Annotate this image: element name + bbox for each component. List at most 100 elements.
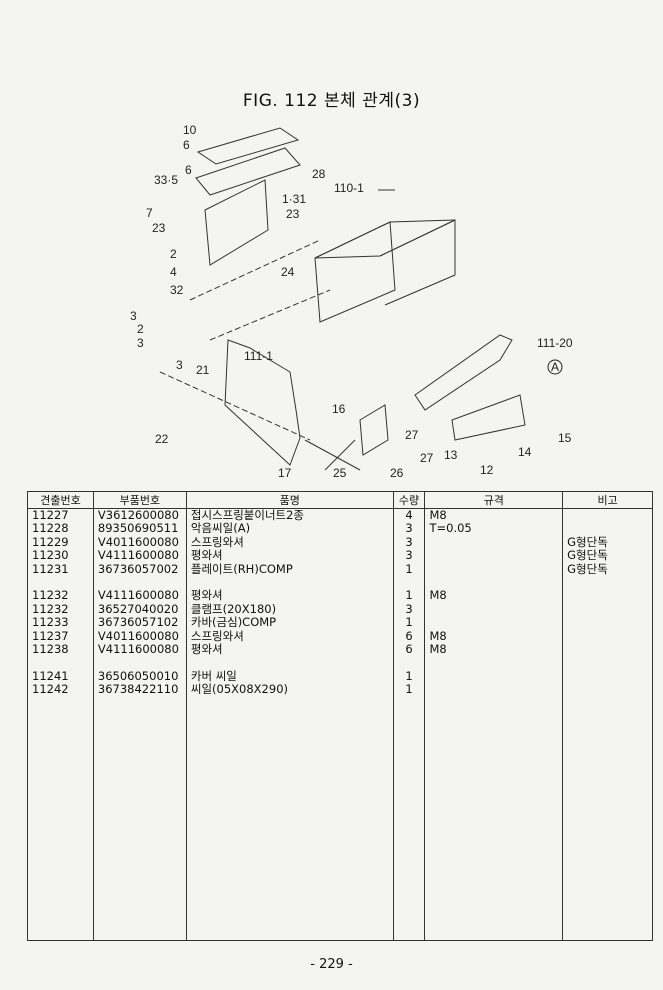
cell-index: 11231 bbox=[27, 562, 94, 576]
cell-spec bbox=[424, 669, 564, 684]
header-remarks: 비고 bbox=[562, 491, 653, 509]
cell-remarks bbox=[562, 629, 653, 643]
callout: 27 bbox=[420, 451, 434, 465]
cell-index: 11241 bbox=[27, 669, 94, 684]
cell-part-number bbox=[92, 656, 187, 670]
empty-cell bbox=[185, 696, 394, 942]
header-part-name: 품명 bbox=[185, 491, 394, 509]
cell-spec bbox=[424, 602, 564, 617]
callout-labels: 10 6 6 33·5 28 110-1 1·31 7 23 23 2 4 32… bbox=[130, 123, 573, 480]
callout: 111-1 bbox=[244, 349, 273, 363]
cell-spec bbox=[424, 656, 564, 670]
cell-part-name: 접시스프링붙이너트2종 bbox=[185, 508, 394, 523]
cell-index: 11230 bbox=[27, 548, 94, 563]
cell-spec: M8 bbox=[424, 508, 564, 523]
empty-cell bbox=[424, 696, 564, 942]
cell-spec: M8 bbox=[424, 589, 564, 603]
cell-remarks bbox=[562, 589, 653, 603]
callout: 3 bbox=[176, 358, 183, 372]
callout: 28 bbox=[312, 167, 326, 181]
callout: 16 bbox=[332, 402, 346, 416]
cell-remarks bbox=[562, 683, 653, 697]
cell-quantity: 4 bbox=[392, 508, 426, 523]
cell-spec bbox=[424, 549, 564, 563]
table-row bbox=[27, 575, 653, 590]
cell-remarks bbox=[562, 642, 653, 657]
cell-index: 11232 bbox=[27, 589, 94, 603]
cell-part-number bbox=[92, 575, 187, 590]
cell-part-name: 카바(금심)COMP bbox=[185, 615, 394, 630]
cell-part-number: V4111600080 bbox=[92, 642, 187, 657]
cell-quantity bbox=[392, 656, 426, 670]
callout: 6 bbox=[183, 138, 190, 152]
cell-quantity: 6 bbox=[392, 629, 426, 643]
callout: 24 bbox=[281, 265, 295, 279]
cell-part-number: 36527040020 bbox=[92, 602, 187, 617]
cell-remarks bbox=[562, 522, 653, 536]
cell-remarks bbox=[562, 508, 653, 523]
cell-quantity: 3 bbox=[392, 548, 426, 563]
cell-index: 11242 bbox=[27, 682, 94, 697]
table-row bbox=[27, 656, 653, 670]
empty-cell bbox=[92, 696, 187, 942]
cell-remarks bbox=[562, 602, 653, 617]
cell-part-name: 스프링와셔 bbox=[185, 535, 394, 550]
cell-quantity: 1 bbox=[392, 682, 426, 697]
callout: 110-1 bbox=[334, 181, 364, 195]
cell-index: 11233 bbox=[27, 615, 94, 630]
cell-part-number: 36736057102 bbox=[92, 615, 187, 630]
callout: 23 bbox=[286, 207, 300, 221]
callout: 33·5 bbox=[154, 173, 178, 187]
cell-part-name: 씨일(05X08X290) bbox=[185, 682, 394, 697]
cell-quantity: 1 bbox=[392, 589, 426, 603]
cell-quantity: 3 bbox=[392, 522, 426, 536]
cell-part-number: 89350690511 bbox=[92, 522, 187, 536]
callout: 25 bbox=[333, 466, 347, 480]
cell-part-number: V4111600080 bbox=[92, 589, 187, 603]
tray-12 bbox=[451, 394, 526, 441]
callout: 7 bbox=[146, 206, 153, 220]
cell-part-number: V3612600080 bbox=[92, 508, 187, 523]
cell-part-name: 악음씨일(A) bbox=[185, 522, 394, 536]
cell-spec bbox=[424, 683, 564, 697]
header-spec: 규격 bbox=[424, 491, 564, 509]
cell-part-name: 플레이트(RH)COMP bbox=[185, 562, 394, 576]
exploded-parts-diagram: 10 6 6 33·5 28 110-1 1·31 7 23 23 2 4 32… bbox=[130, 123, 573, 480]
header-quantity: 수량 bbox=[392, 491, 426, 509]
callout: 17 bbox=[278, 466, 292, 480]
cell-spec: M8 bbox=[424, 629, 564, 643]
cell-index: 11238 bbox=[27, 642, 94, 657]
cell-part-number: V4111600080 bbox=[92, 548, 187, 563]
cell-spec bbox=[424, 575, 564, 590]
cell-part-number: 36738422110 bbox=[92, 682, 187, 697]
table-header: 견출번호 부품번호 품명 수량 규격 비고 bbox=[27, 491, 653, 509]
cell-quantity: 1 bbox=[392, 562, 426, 576]
cell-remarks bbox=[562, 669, 653, 684]
top-plate bbox=[196, 127, 300, 165]
callout: 32 bbox=[170, 283, 184, 297]
callout: 2 bbox=[137, 322, 144, 336]
callout: 12 bbox=[480, 463, 494, 477]
cell-part-number: 36736057002 bbox=[92, 562, 187, 576]
callout: 6 bbox=[185, 163, 192, 177]
callout: 3 bbox=[137, 336, 144, 350]
callout: 1·31 bbox=[282, 192, 306, 206]
table-filler-row bbox=[27, 696, 653, 942]
cell-index bbox=[27, 575, 94, 590]
figure-title: FIG. 112 본체 관계(3) bbox=[242, 91, 421, 111]
header-part-number: 부품번호 bbox=[92, 491, 187, 509]
cell-spec bbox=[424, 616, 564, 630]
frame-box-side bbox=[379, 219, 456, 306]
cell-index: 11237 bbox=[27, 629, 94, 643]
cell-quantity: 1 bbox=[392, 615, 426, 630]
cell-part-name bbox=[185, 656, 394, 670]
